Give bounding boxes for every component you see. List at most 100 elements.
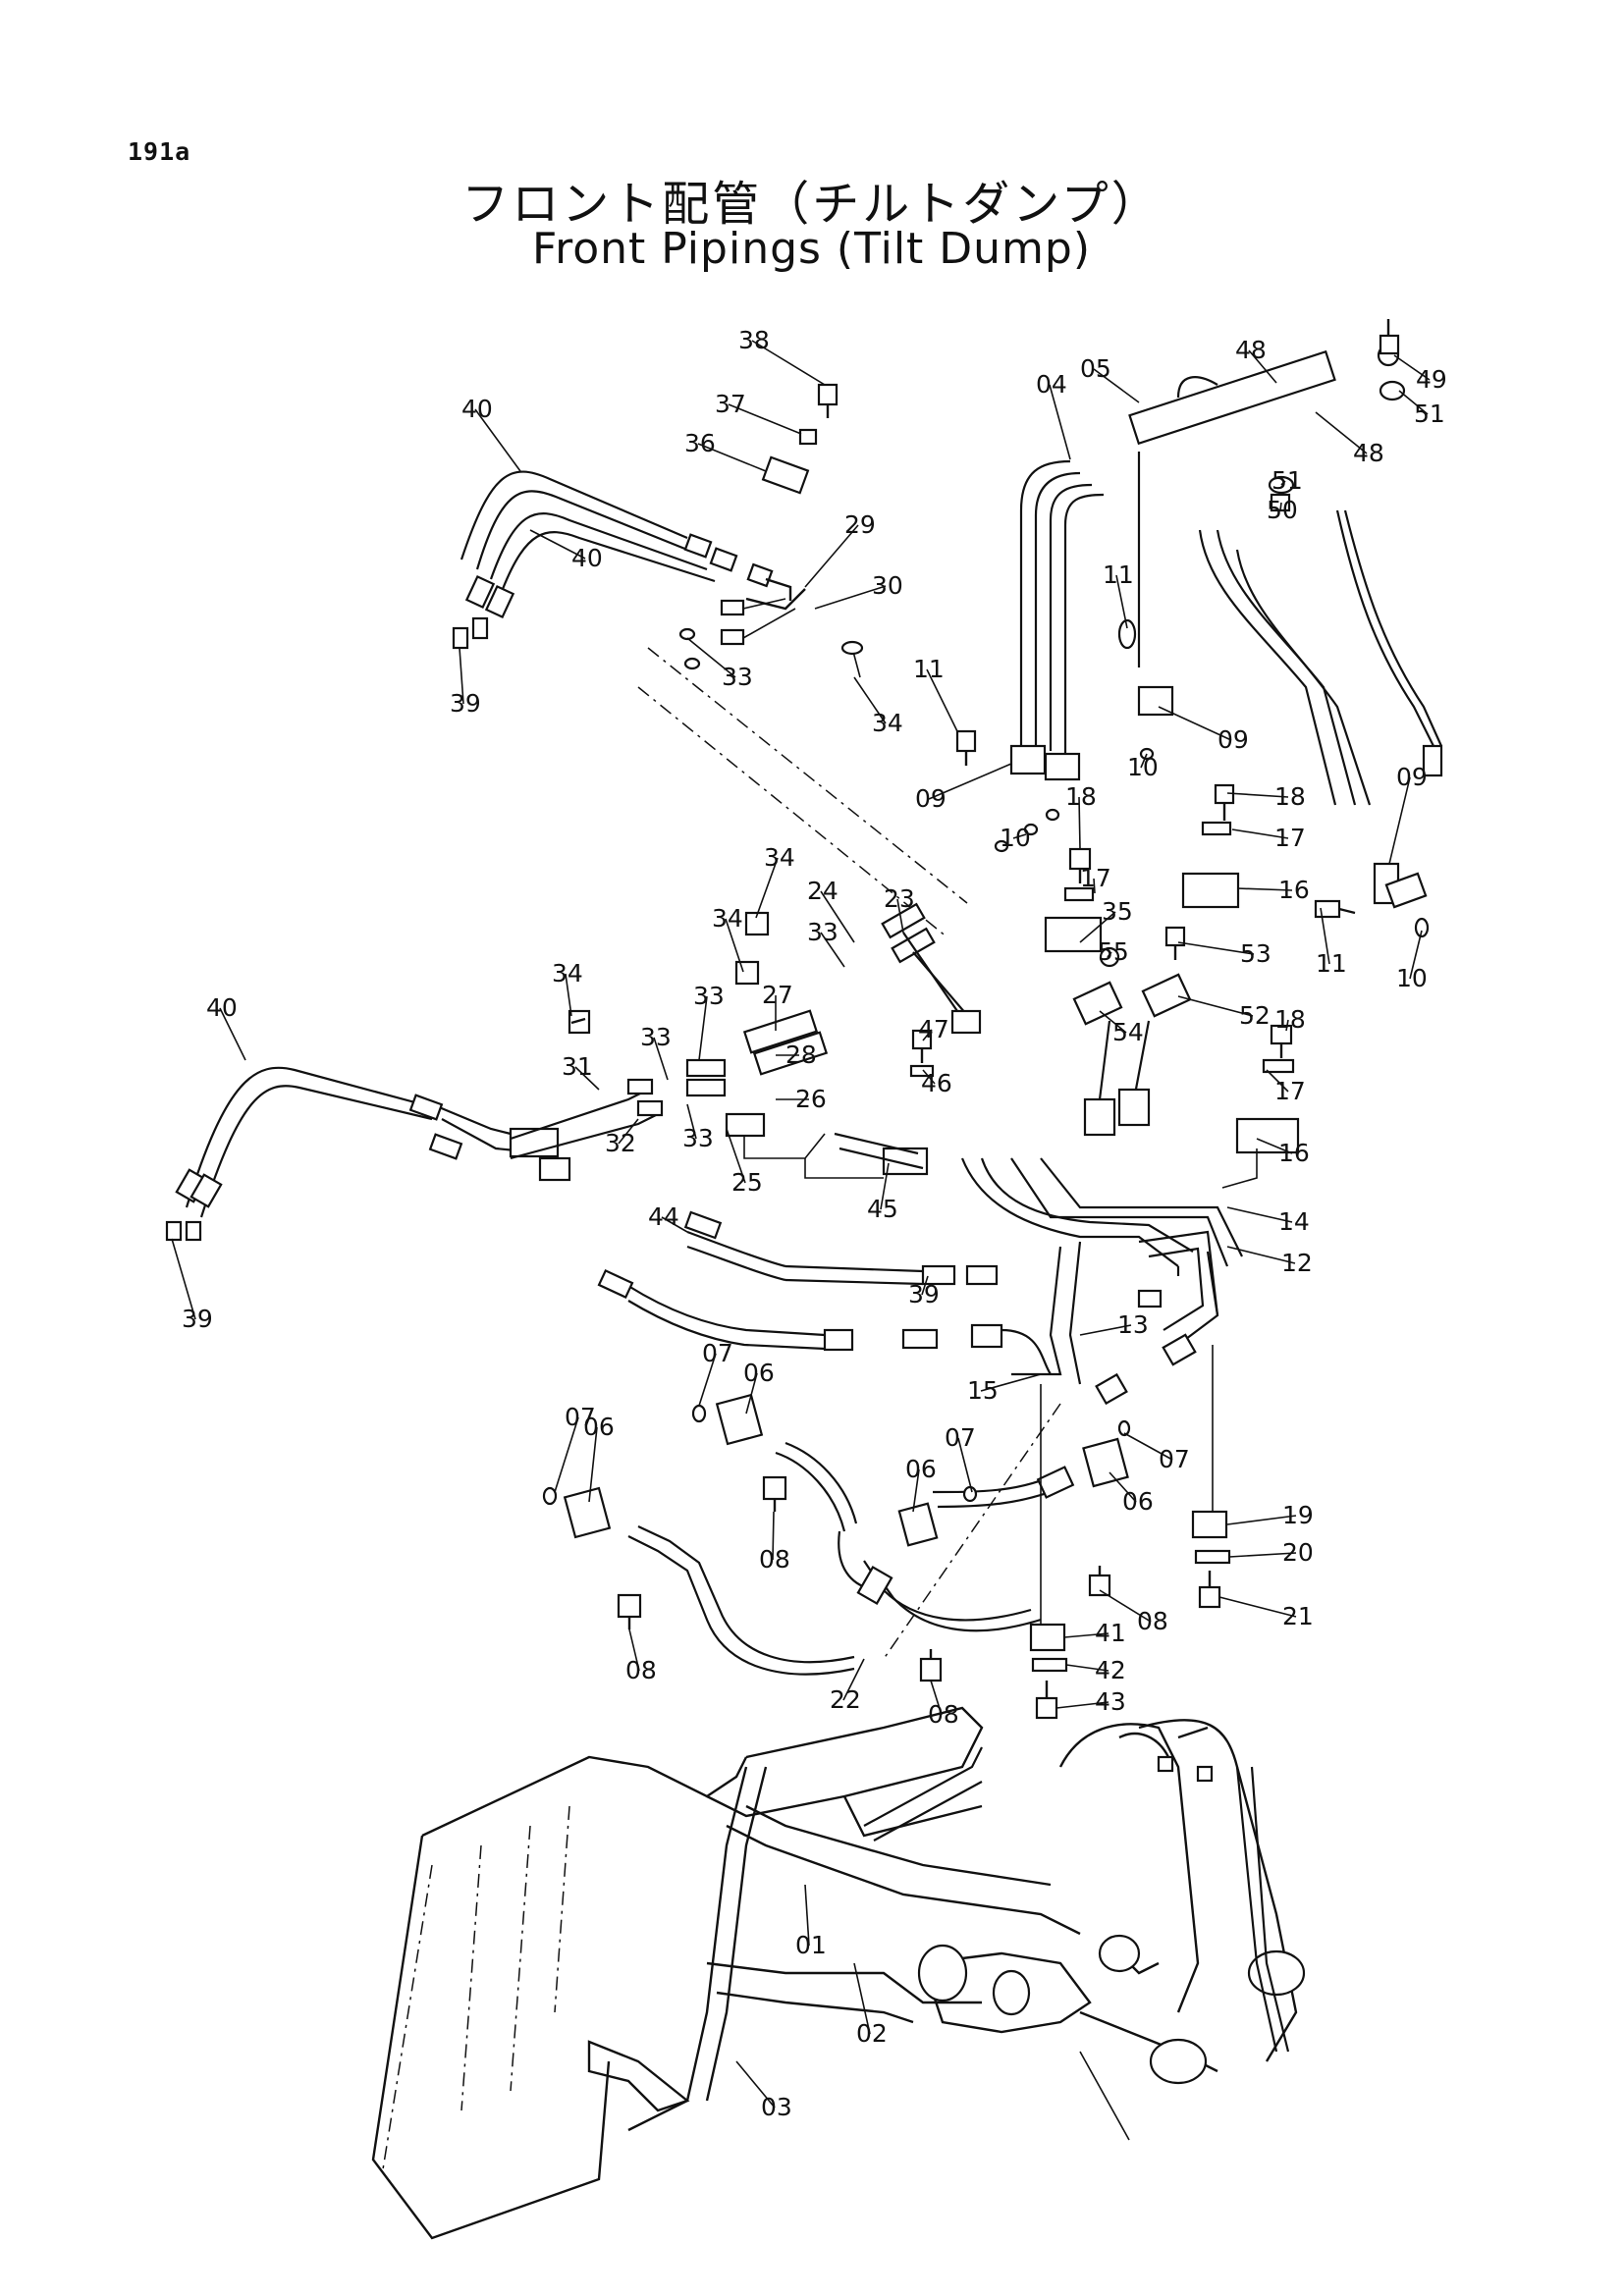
callout-leader-line: [1158, 706, 1232, 741]
callout-label: 05: [1080, 354, 1111, 383]
callout-leader-line: [1226, 1206, 1293, 1223]
callout-leader-line: [1078, 796, 1081, 850]
callout-label: 41: [1095, 1619, 1126, 1647]
callout-label: 01: [795, 1931, 827, 1959]
callout-label: 26: [795, 1085, 827, 1113]
callout-leader-line: [725, 918, 744, 973]
callout-leader-line: [1079, 1324, 1132, 1336]
callout-label: 39: [908, 1280, 940, 1308]
callout-leader-line: [1123, 1432, 1173, 1461]
callout-label: 51: [1271, 466, 1303, 495]
callout-label: 06: [583, 1413, 615, 1441]
callout-label: 03: [761, 2093, 792, 2121]
callout-label: 20: [1282, 1538, 1314, 1567]
callout-leader-line: [1177, 995, 1254, 1017]
callout-leader-line: [1256, 1138, 1293, 1154]
callout-label: 34: [712, 904, 743, 933]
callout-label: 18: [1274, 1005, 1306, 1034]
callout-leader-line: [745, 1372, 758, 1415]
callout-leader-line: [588, 1426, 598, 1503]
loader-assembly: [371, 1706, 1306, 2240]
callout-leader-line: [1393, 354, 1431, 381]
vertical-pipe-bundle: [955, 319, 1443, 853]
callout-leader-line: [529, 529, 586, 560]
callout-label: 13: [1117, 1310, 1149, 1339]
callout-label: 25: [731, 1168, 763, 1197]
callout-label: 08: [1137, 1607, 1168, 1635]
callout-label: 53: [1240, 939, 1271, 968]
callout-label: 40: [461, 395, 493, 423]
callout-label: 16: [1278, 876, 1310, 904]
callout-label: 06: [743, 1359, 775, 1387]
callout-label: 40: [571, 544, 603, 572]
callout-label: 33: [807, 918, 839, 946]
callout-leader-line: [728, 403, 802, 435]
title-english: Front Pipings (Tilt Dump): [531, 224, 1092, 274]
callout-label: 02: [856, 2019, 888, 2048]
callout-leader-line: [928, 763, 1012, 800]
callout-label: 08: [625, 1656, 657, 1684]
callout-leader-line: [1140, 753, 1148, 769]
callout-label: 18: [1065, 782, 1097, 811]
callout-label: 10: [1396, 964, 1428, 992]
callout-leader-line: [1218, 1596, 1297, 1618]
callout-label: 07: [945, 1423, 976, 1452]
callout-label: 33: [682, 1124, 714, 1152]
upper-left-hoses: [452, 383, 968, 938]
callout-leader-line: [1079, 911, 1116, 943]
callout-leader-line: [842, 1658, 865, 1701]
callout-leader-line: [1226, 1246, 1296, 1264]
callout-leader-line: [922, 1069, 936, 1085]
callout-leader-line: [853, 1962, 871, 2035]
callout-label: 06: [1122, 1487, 1154, 1516]
callout-leader-line: [980, 1373, 1042, 1392]
callout-leader-line: [880, 1162, 890, 1210]
callout-leader-line: [957, 1437, 973, 1493]
callout-label: 33: [640, 1023, 672, 1051]
callout-label: 30: [872, 571, 903, 600]
callout-label: 16: [1278, 1139, 1310, 1167]
callout-leader-line: [930, 1680, 943, 1716]
callout-leader-line: [921, 1275, 929, 1296]
callout-leader-line: [1285, 1019, 1289, 1032]
callout-leader-line: [1093, 878, 1096, 894]
callout-labels: 3837364040293033393404054849514851501111…: [171, 326, 1447, 2121]
callout-label: 12: [1281, 1249, 1313, 1277]
callout-label: 48: [1235, 336, 1267, 364]
callout-label: 42: [1095, 1656, 1126, 1684]
callout-label: 06: [905, 1455, 937, 1483]
callout-leader-line: [726, 1128, 746, 1184]
callout-leader-line: [698, 995, 708, 1061]
callout-leader-line: [1398, 390, 1429, 415]
callout-label: 51: [1414, 400, 1445, 428]
callout-leader-line: [1107, 951, 1112, 958]
callout-leader-line: [1248, 349, 1277, 384]
callout-label: 17: [1274, 1077, 1306, 1105]
page-code: 191a: [128, 137, 191, 166]
callout-leader-line: [1388, 776, 1411, 865]
callout-label: 34: [552, 959, 583, 988]
callout-label: 44: [648, 1202, 679, 1231]
callout-leader-line: [1228, 1552, 1297, 1558]
callout-leader-line: [1320, 907, 1330, 965]
callout-leader-line: [1063, 1632, 1109, 1638]
callout-label: 18: [1274, 782, 1306, 811]
callout-leader-line: [804, 1884, 810, 1947]
callout-leader-line: [1093, 368, 1140, 403]
callout-leader-line: [554, 1416, 579, 1493]
callout-label: 28: [785, 1041, 817, 1069]
callout-leader-line: [755, 857, 779, 919]
callout-label: 07: [565, 1403, 596, 1431]
callout-leader-line: [751, 340, 826, 386]
callout-label: 49: [1416, 365, 1447, 394]
callout-label: 11: [913, 655, 945, 683]
callout-label: 29: [844, 510, 876, 539]
callout-leader-line: [1055, 1701, 1109, 1709]
callout-label: 07: [1159, 1445, 1190, 1473]
callout-leader-line: [820, 932, 845, 968]
callout-label: 48: [1353, 439, 1384, 467]
callout-leader-line: [1236, 887, 1293, 891]
callout-label: 07: [702, 1339, 733, 1367]
callout-leader-line: [1109, 1471, 1137, 1503]
callout-leader-line: [1115, 574, 1128, 629]
